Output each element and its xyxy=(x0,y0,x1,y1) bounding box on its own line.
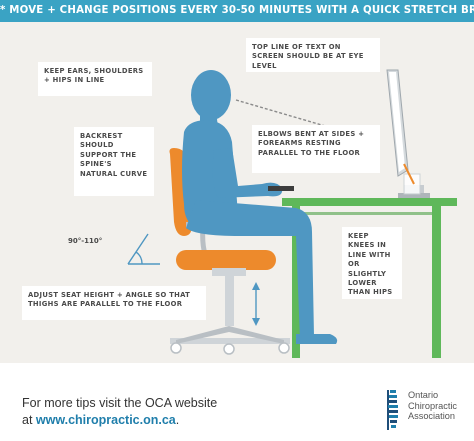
oca-name-line-3: Association xyxy=(408,411,455,422)
callout-knees: KEEP KNEES IN LINE WITH OR SLIGHTLY LOWE… xyxy=(342,227,402,299)
chair-seat-icon xyxy=(176,250,276,276)
angle-range-label: 90°-110° xyxy=(68,237,103,245)
ergonomic-scene: KEEP EARS, SHOULDERS + HIPS IN LINE TOP … xyxy=(0,22,474,363)
callout-seat-height: ADJUST SEAT HEIGHT + ANGLE SO THAT THIGH… xyxy=(22,286,206,320)
tips-prefix: at xyxy=(22,413,36,427)
callout-ears-shoulders-hips: KEEP EARS, SHOULDERS + HIPS IN LINE xyxy=(38,62,152,96)
oca-name-line-2: Chiropractic xyxy=(408,400,458,411)
oca-name: Ontario Chiropractic Association xyxy=(408,390,457,422)
keyboard-icon xyxy=(268,186,294,191)
oca-name-line-1: Ontario xyxy=(408,390,439,400)
callout-screen-eye-level: TOP LINE OF TEXT ON SCREEN SHOULD BE AT … xyxy=(246,38,380,72)
seated-person-figure xyxy=(182,70,338,344)
stretch-break-banner: * MOVE + CHANGE POSITIONS EVERY 30-50 MI… xyxy=(0,0,474,22)
height-adjust-arrow-icon xyxy=(252,282,260,326)
oca-spine-logo-icon xyxy=(387,390,398,430)
cup-icon xyxy=(403,163,421,195)
desk-icon xyxy=(282,198,457,358)
chair-base-icon xyxy=(170,276,290,355)
angle-icon xyxy=(127,233,160,265)
tips-text: For more tips visit the OCA website xyxy=(22,396,218,410)
ergonomic-illustration xyxy=(127,69,457,358)
tips-suffix: . xyxy=(175,413,180,427)
callout-backrest: BACKREST SHOULD SUPPORT THE SPINE'S NATU… xyxy=(74,127,154,196)
tips-url-line: at www.chiropractic.on.ca. xyxy=(22,413,179,427)
oca-website-link[interactable]: www.chiropractic.on.ca xyxy=(35,413,176,427)
callout-elbows: ELBOWS BENT AT SIDES + FOREARMS RESTING … xyxy=(252,125,380,173)
